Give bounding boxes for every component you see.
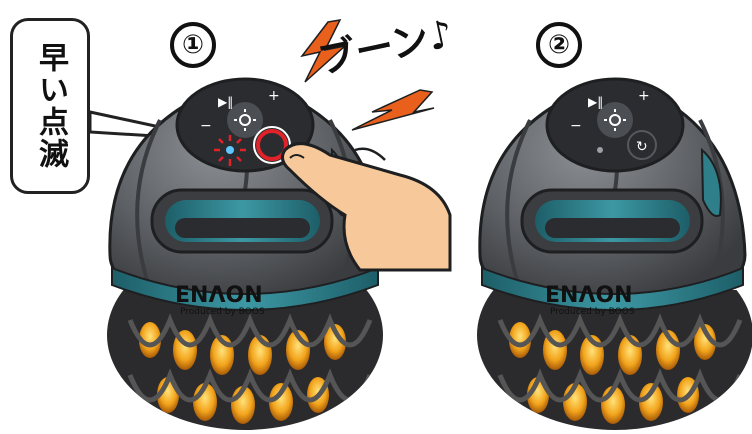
step-number-2: ② xyxy=(536,22,582,68)
step-number-1: ① xyxy=(170,22,216,68)
led-indicator xyxy=(226,146,234,154)
callout-label: 早い点滅 xyxy=(28,42,72,170)
svg-text:+: + xyxy=(268,88,280,104)
svg-text:↻: ↻ xyxy=(636,139,648,155)
brand-logo-left: ENɅON xyxy=(175,283,263,308)
brand-tagline-right: Produced by BOOS xyxy=(550,307,635,317)
svg-text:−: − xyxy=(200,118,212,134)
speaker-right: ▶‖ + − ↻ ENɅON Produced by BOOS xyxy=(470,79,752,434)
svg-text:▶‖: ▶‖ xyxy=(218,95,233,109)
brand-logo-right: ENɅON xyxy=(545,283,633,308)
svg-text:▶‖: ▶‖ xyxy=(588,95,603,109)
svg-text:+: + xyxy=(638,88,650,104)
brand-tagline-left: Produced by BOOS xyxy=(180,307,265,317)
callout-bubble: 早い点滅 xyxy=(10,18,90,194)
svg-text:−: − xyxy=(570,118,582,134)
